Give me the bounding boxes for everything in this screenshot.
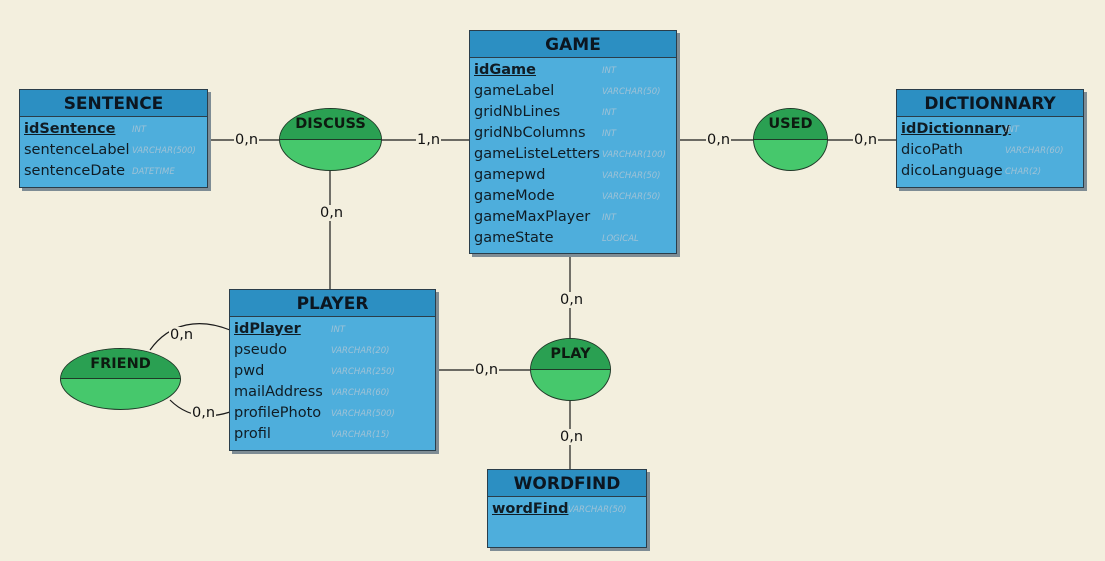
- field-row: gameMode VARCHAR(50): [474, 186, 672, 207]
- field-row: pseudo VARCHAR(20): [234, 340, 431, 361]
- field-name: idGame: [474, 62, 536, 78]
- cardinality-discuss-game: 1,n: [416, 132, 442, 148]
- field-name: profil: [234, 426, 271, 442]
- field-type: VARCHAR(20): [331, 346, 390, 356]
- cardinality-play-wordfind: 0,n: [559, 429, 585, 445]
- field-type: VARCHAR(60): [1005, 146, 1064, 156]
- association-title: USED: [754, 109, 827, 140]
- field-type: VARCHAR(15): [331, 430, 390, 440]
- association-play[interactable]: PLAY: [530, 338, 611, 401]
- field-row: gameState LOGICAL: [474, 228, 672, 249]
- field-name: sentenceDate: [24, 163, 126, 179]
- field-row: idGame INT: [474, 60, 672, 81]
- cardinality-discuss-player: 0,n: [319, 205, 345, 221]
- field-row: profil VARCHAR(15): [234, 424, 431, 445]
- field-type: VARCHAR(500): [132, 146, 196, 156]
- field-row: sentenceDate DATETIME: [24, 161, 203, 182]
- field-row: gamepwd VARCHAR(50): [474, 165, 672, 186]
- field-type: VARCHAR(50): [602, 87, 661, 97]
- field-type: VARCHAR(50): [602, 192, 661, 202]
- field-name: wordFind: [492, 501, 569, 517]
- field-row: gridNbColumns INT: [474, 123, 672, 144]
- field-row: gridNbLines INT: [474, 102, 672, 123]
- field-name: gameListeLetters: [474, 146, 600, 162]
- field-name: mailAddress: [234, 384, 323, 400]
- cardinality-friend-player-bottom: 0,n: [191, 405, 217, 421]
- field-name: gameLabel: [474, 83, 555, 99]
- field-type: LOGICAL: [602, 234, 639, 244]
- field-name: sentenceLabel: [24, 142, 130, 158]
- cardinality-sentence-discuss: 0,n: [234, 132, 260, 148]
- cardinality-used-dictionnary: 0,n: [853, 132, 879, 148]
- field-type: VARCHAR(50): [602, 171, 661, 181]
- field-name: dicoPath: [901, 142, 963, 158]
- field-name: idPlayer: [234, 321, 301, 337]
- association-discuss[interactable]: DISCUSS: [279, 108, 382, 171]
- field-row: pwd VARCHAR(250): [234, 361, 431, 382]
- field-name: gameMode: [474, 188, 555, 204]
- field-row: dicoPath VARCHAR(60): [901, 140, 1079, 161]
- entity-player[interactable]: PLAYER idPlayer INT pseudo VARCHAR(20) pwd…: [229, 289, 436, 451]
- field-name: gridNbLines: [474, 104, 561, 120]
- cardinality-player-play: 0,n: [474, 362, 500, 378]
- entity-title: DICTIONNARY: [897, 90, 1083, 117]
- entity-title: PLAYER: [230, 290, 435, 317]
- field-name: gridNbColumns: [474, 125, 586, 141]
- field-row: gameMaxPlayer INT: [474, 207, 672, 228]
- field-row: mailAddress VARCHAR(60): [234, 382, 431, 403]
- field-name: profilePhoto: [234, 405, 322, 421]
- field-type: INT: [602, 66, 617, 76]
- field-row: gameLabel VARCHAR(50): [474, 81, 672, 102]
- field-name: gameMaxPlayer: [474, 209, 591, 225]
- field-name: gamepwd: [474, 167, 546, 183]
- field-type: INT: [602, 108, 617, 118]
- field-type: INT: [132, 125, 147, 135]
- field-name: idSentence: [24, 121, 116, 137]
- association-used[interactable]: USED: [753, 108, 828, 171]
- field-type: VARCHAR(100): [602, 150, 666, 160]
- field-type: VARCHAR(250): [331, 367, 395, 377]
- field-row: profilePhoto VARCHAR(500): [234, 403, 431, 424]
- field-name: pwd: [234, 363, 265, 379]
- field-type: VARCHAR(500): [331, 409, 395, 419]
- entity-title: WORDFIND: [488, 470, 646, 497]
- association-friend[interactable]: FRIEND: [60, 348, 181, 410]
- field-name: pseudo: [234, 342, 287, 358]
- field-type: CHAR(2): [1005, 167, 1042, 177]
- field-type: INT: [602, 129, 617, 139]
- cardinality-game-used: 0,n: [706, 132, 732, 148]
- cardinality-friend-player-top: 0,n: [169, 327, 195, 343]
- field-type: DATETIME: [132, 167, 175, 177]
- field-name: idDictionnary: [901, 121, 1011, 137]
- field-type: INT: [331, 325, 346, 335]
- field-row: idSentence INT: [24, 119, 203, 140]
- cardinality-game-play: 0,n: [559, 292, 585, 308]
- field-type: INT: [1005, 125, 1020, 135]
- field-type: VARCHAR(50): [568, 505, 627, 515]
- field-type: INT: [602, 213, 617, 223]
- field-type: VARCHAR(60): [331, 388, 390, 398]
- link-friend-player-top: [149, 323, 231, 351]
- field-row: idPlayer INT: [234, 319, 431, 340]
- field-name: dicoLanguage: [901, 163, 1003, 179]
- field-name: gameState: [474, 230, 554, 246]
- entity-title: GAME: [470, 31, 676, 58]
- entity-title: SENTENCE: [20, 90, 207, 117]
